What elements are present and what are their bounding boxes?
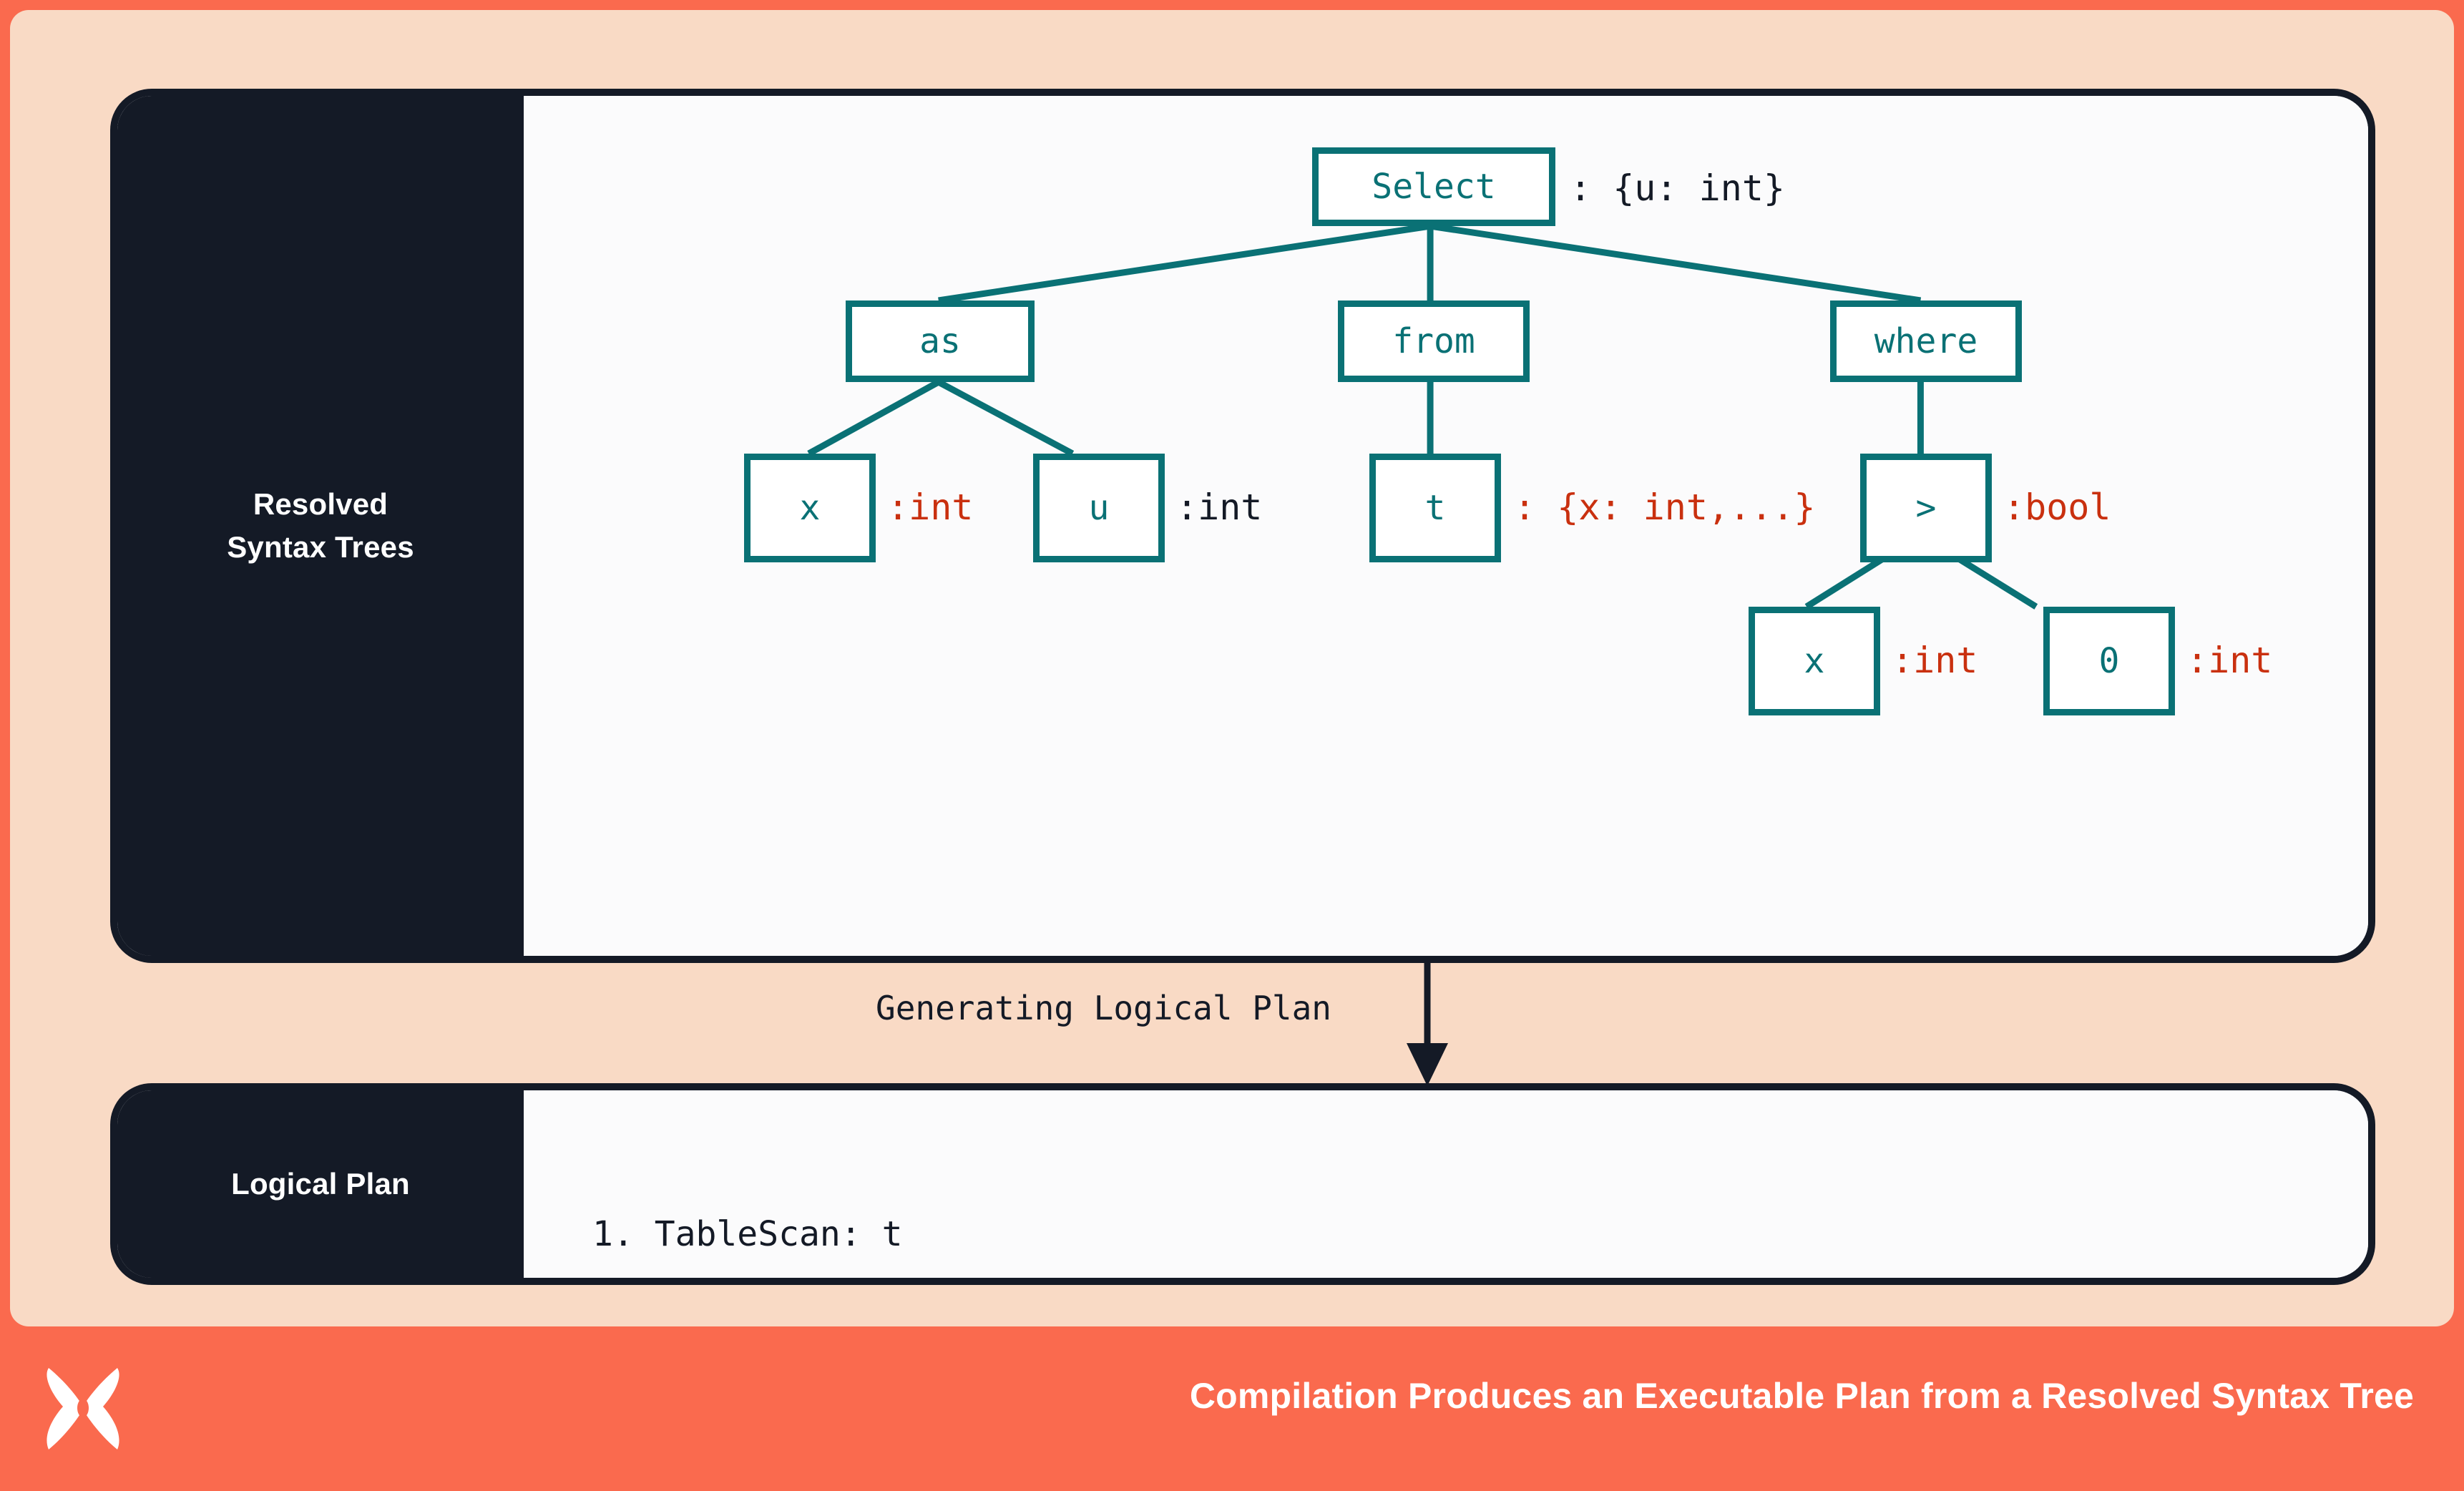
tree-annotation-select: : {u: int} [1570,167,1786,209]
tree-node-as-label: as [919,321,961,361]
tree-annotation-from-t: : {x: int,...} [1514,487,1816,528]
syntax-tree-canvas: Select : {u: int} as from where x [524,96,2368,956]
generating-logical-plan-connector: Generating Logical Plan [110,963,2375,1086]
tree-node-as-u[interactable]: u [1033,454,1165,562]
tree-node-where[interactable]: where [1830,300,2022,382]
tree-node-gt-zero-label: 0 [2098,641,2120,681]
tree-node-gt-label: > [1915,488,1937,528]
resolved-syntax-trees-sidebar: Resolved Syntax Trees [117,96,524,956]
tree-annotation-as-x: :int [887,487,974,528]
resolved-syntax-trees-panel: Resolved Syntax Trees [110,89,2375,963]
tree-node-as-x-label: x [799,488,821,528]
tree-annotation-as-u: :int [1176,487,1263,528]
logical-plan-step-list: 1. TableScan: t 2. Filter: t.x > 0 3. Pr… [592,1118,1068,1278]
tree-node-from-t[interactable]: t [1369,454,1501,562]
tree-node-from[interactable]: from [1338,300,1530,382]
tree-node-select-label: Select [1372,167,1496,207]
tree-node-select[interactable]: Select [1312,147,1555,226]
tree-node-as-u-label: u [1088,488,1110,528]
resolved-syntax-trees-label: Resolved Syntax Trees [227,487,414,564]
footer-caption: Compilation Produces an Executable Plan … [1189,1376,2414,1416]
tree-edges [807,223,2038,610]
logical-plan-body: 1. TableScan: t 2. Filter: t.x > 0 3. Pr… [524,1090,2368,1278]
logical-plan-sidebar: Logical Plan [117,1090,524,1278]
tree-node-from-t-label: t [1424,488,1446,528]
tree-node-gt[interactable]: > [1860,454,1992,562]
tree-annotation-gt-zero: :int [2186,640,2273,681]
tree-node-from-label: from [1392,321,1475,361]
tree-node-where-label: where [1874,321,1978,361]
tree-node-gt-zero[interactable]: 0 [2043,607,2175,715]
tree-annotation-gt-x: :int [1892,640,1978,681]
butterfly-x-logo-icon [47,1368,119,1450]
logical-plan-label: Logical Plan [231,1166,410,1201]
tree-node-as[interactable]: as [846,300,1035,382]
tree-node-gt-x-label: x [1804,641,1825,681]
connector-label: Generating Logical Plan [876,989,1331,1027]
footer-banner: Compilation Produces an Executable Plan … [0,1326,2464,1491]
logical-plan-panel: Logical Plan 1. TableScan: t 2. Filter: … [110,1083,2375,1285]
slide-canvas: Resolved Syntax Trees [10,10,2454,1326]
tree-node-as-x[interactable]: x [744,454,876,562]
tree-annotation-gt: :bool [2003,487,2111,528]
connector-arrow-icon [1407,963,1448,1086]
tree-node-gt-x[interactable]: x [1749,607,1880,715]
logical-plan-step: 1. TableScan: t [592,1213,903,1254]
